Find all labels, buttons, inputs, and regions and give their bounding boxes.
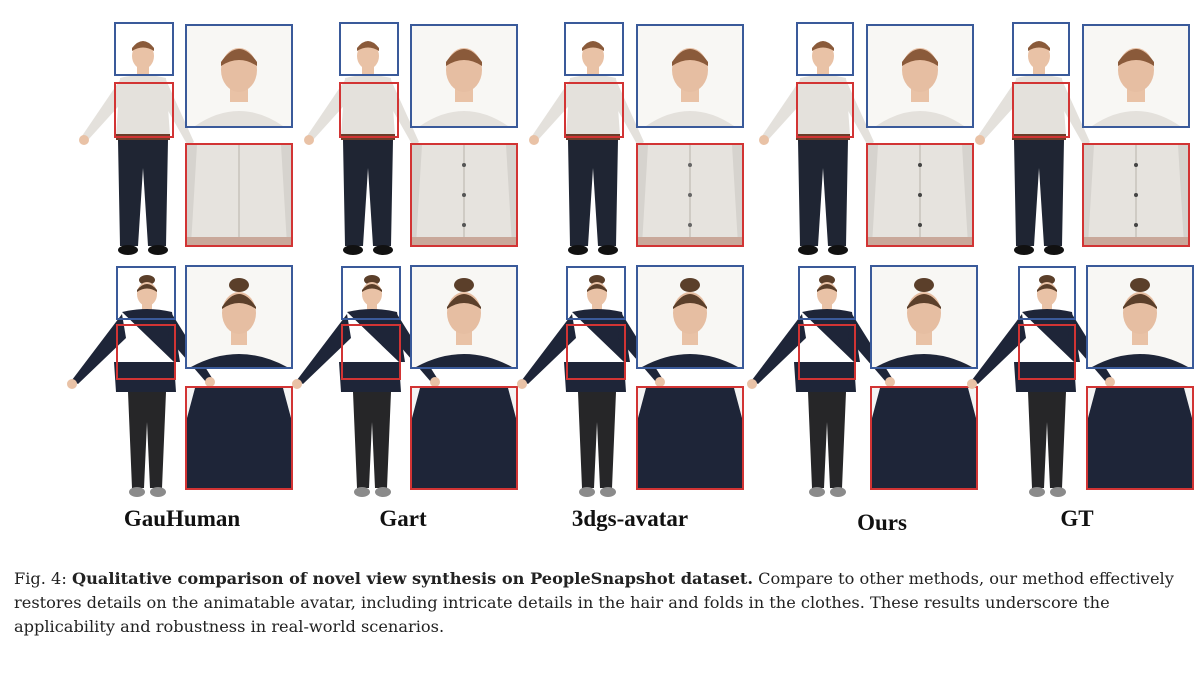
face-zoom-3dgs-male: [636, 24, 744, 128]
male-avatar-figure: [529, 41, 644, 255]
panel-ours-male: [750, 18, 980, 258]
face-zoom-gt-female: [1086, 265, 1194, 369]
method-label-3dgs-avatar: 3dgs-avatar: [571, 506, 689, 531]
method-label-gt: GT: [1060, 506, 1094, 531]
panel-gauhuman-male: [70, 18, 300, 258]
face-zoom-gart-female: [410, 265, 518, 369]
body-zoom-image: [187, 388, 291, 488]
face-zoom-image: [412, 26, 516, 126]
face-crop-box: [341, 266, 401, 320]
female-avatar-figure: [67, 275, 215, 497]
caption-title: Qualitative comparison of novel view syn…: [71, 569, 754, 588]
face-zoom-gt-male: [1082, 24, 1190, 128]
body-zoom-gauhuman-male: [185, 143, 293, 247]
panel-gart-male: [295, 18, 525, 258]
body-zoom-image: [872, 388, 976, 488]
body-zoom-image: [412, 388, 516, 488]
body-crop-box: [798, 324, 856, 380]
body-zoom-gt-male: [1082, 143, 1190, 247]
method-label-ours: Ours: [857, 510, 907, 535]
face-crop-box: [564, 22, 624, 76]
face-crop-box: [116, 266, 176, 320]
face-zoom-image: [868, 26, 972, 126]
face-zoom-image: [638, 26, 742, 126]
face-zoom-image: [638, 267, 742, 367]
face-crop-box: [796, 22, 854, 76]
face-zoom-ours-female: [870, 265, 978, 369]
body-zoom-3dgs-male: [636, 143, 744, 247]
caption-prefix: Fig. 4:: [14, 569, 72, 588]
face-crop-box: [1018, 266, 1076, 320]
body-zoom-image: [1084, 145, 1188, 245]
face-crop-box: [339, 22, 399, 76]
face-zoom-ours-male: [866, 24, 974, 128]
figure-grid: GauHuman Gart 3dgs-avatar Ours GT: [62, 18, 1198, 535]
female-avatar-figure: [517, 275, 665, 497]
body-crop-box: [116, 324, 176, 380]
face-zoom-image: [187, 26, 291, 126]
panel-3dgs-female: [512, 262, 752, 502]
body-zoom-gauhuman-female: [185, 386, 293, 490]
body-zoom-gart-female: [410, 386, 518, 490]
panel-3dgs-male: [520, 18, 750, 258]
method-label-gauhuman: GauHuman: [123, 506, 241, 531]
body-crop-box: [564, 82, 624, 138]
body-crop-box: [566, 324, 626, 380]
panel-gt-male: [966, 18, 1196, 258]
panel-gauhuman-female: [62, 262, 302, 502]
method-label-gart: Gart: [379, 506, 427, 531]
body-crop-box: [1018, 324, 1076, 380]
face-zoom-gart-male: [410, 24, 518, 128]
body-crop-box: [1012, 82, 1070, 138]
body-crop-box: [114, 82, 174, 138]
face-zoom-image: [1088, 267, 1192, 367]
body-zoom-ours-male: [866, 143, 974, 247]
panel-gt-female: [962, 262, 1198, 502]
body-crop-box: [339, 82, 399, 138]
face-zoom-image: [412, 267, 516, 367]
body-zoom-ours-female: [870, 386, 978, 490]
body-zoom-gart-male: [410, 143, 518, 247]
face-zoom-3dgs-female: [636, 265, 744, 369]
female-avatar-figure: [967, 275, 1115, 497]
body-zoom-image: [1088, 388, 1192, 488]
face-crop-box: [798, 266, 856, 320]
body-zoom-image: [868, 145, 972, 245]
body-zoom-image: [638, 145, 742, 245]
body-zoom-gt-female: [1086, 386, 1194, 490]
face-zoom-gauhuman-female: [185, 265, 293, 369]
face-crop-box: [566, 266, 626, 320]
caption-body: Compare to other methods, our method eff…: [14, 569, 1174, 636]
face-crop-box: [1012, 22, 1070, 76]
body-zoom-image: [412, 145, 516, 245]
face-zoom-image: [872, 267, 976, 367]
body-zoom-image: [187, 145, 291, 245]
body-zoom-image: [638, 388, 742, 488]
male-avatar-figure: [975, 41, 1090, 255]
body-crop-box: [796, 82, 854, 138]
face-zoom-image: [1084, 26, 1188, 126]
body-zoom-3dgs-female: [636, 386, 744, 490]
figure-caption: Fig. 4: Qualitative comparison of novel …: [14, 567, 1189, 639]
face-zoom-image: [187, 267, 291, 367]
face-crop-box: [114, 22, 174, 76]
face-zoom-gauhuman-male: [185, 24, 293, 128]
body-crop-box: [341, 324, 401, 380]
